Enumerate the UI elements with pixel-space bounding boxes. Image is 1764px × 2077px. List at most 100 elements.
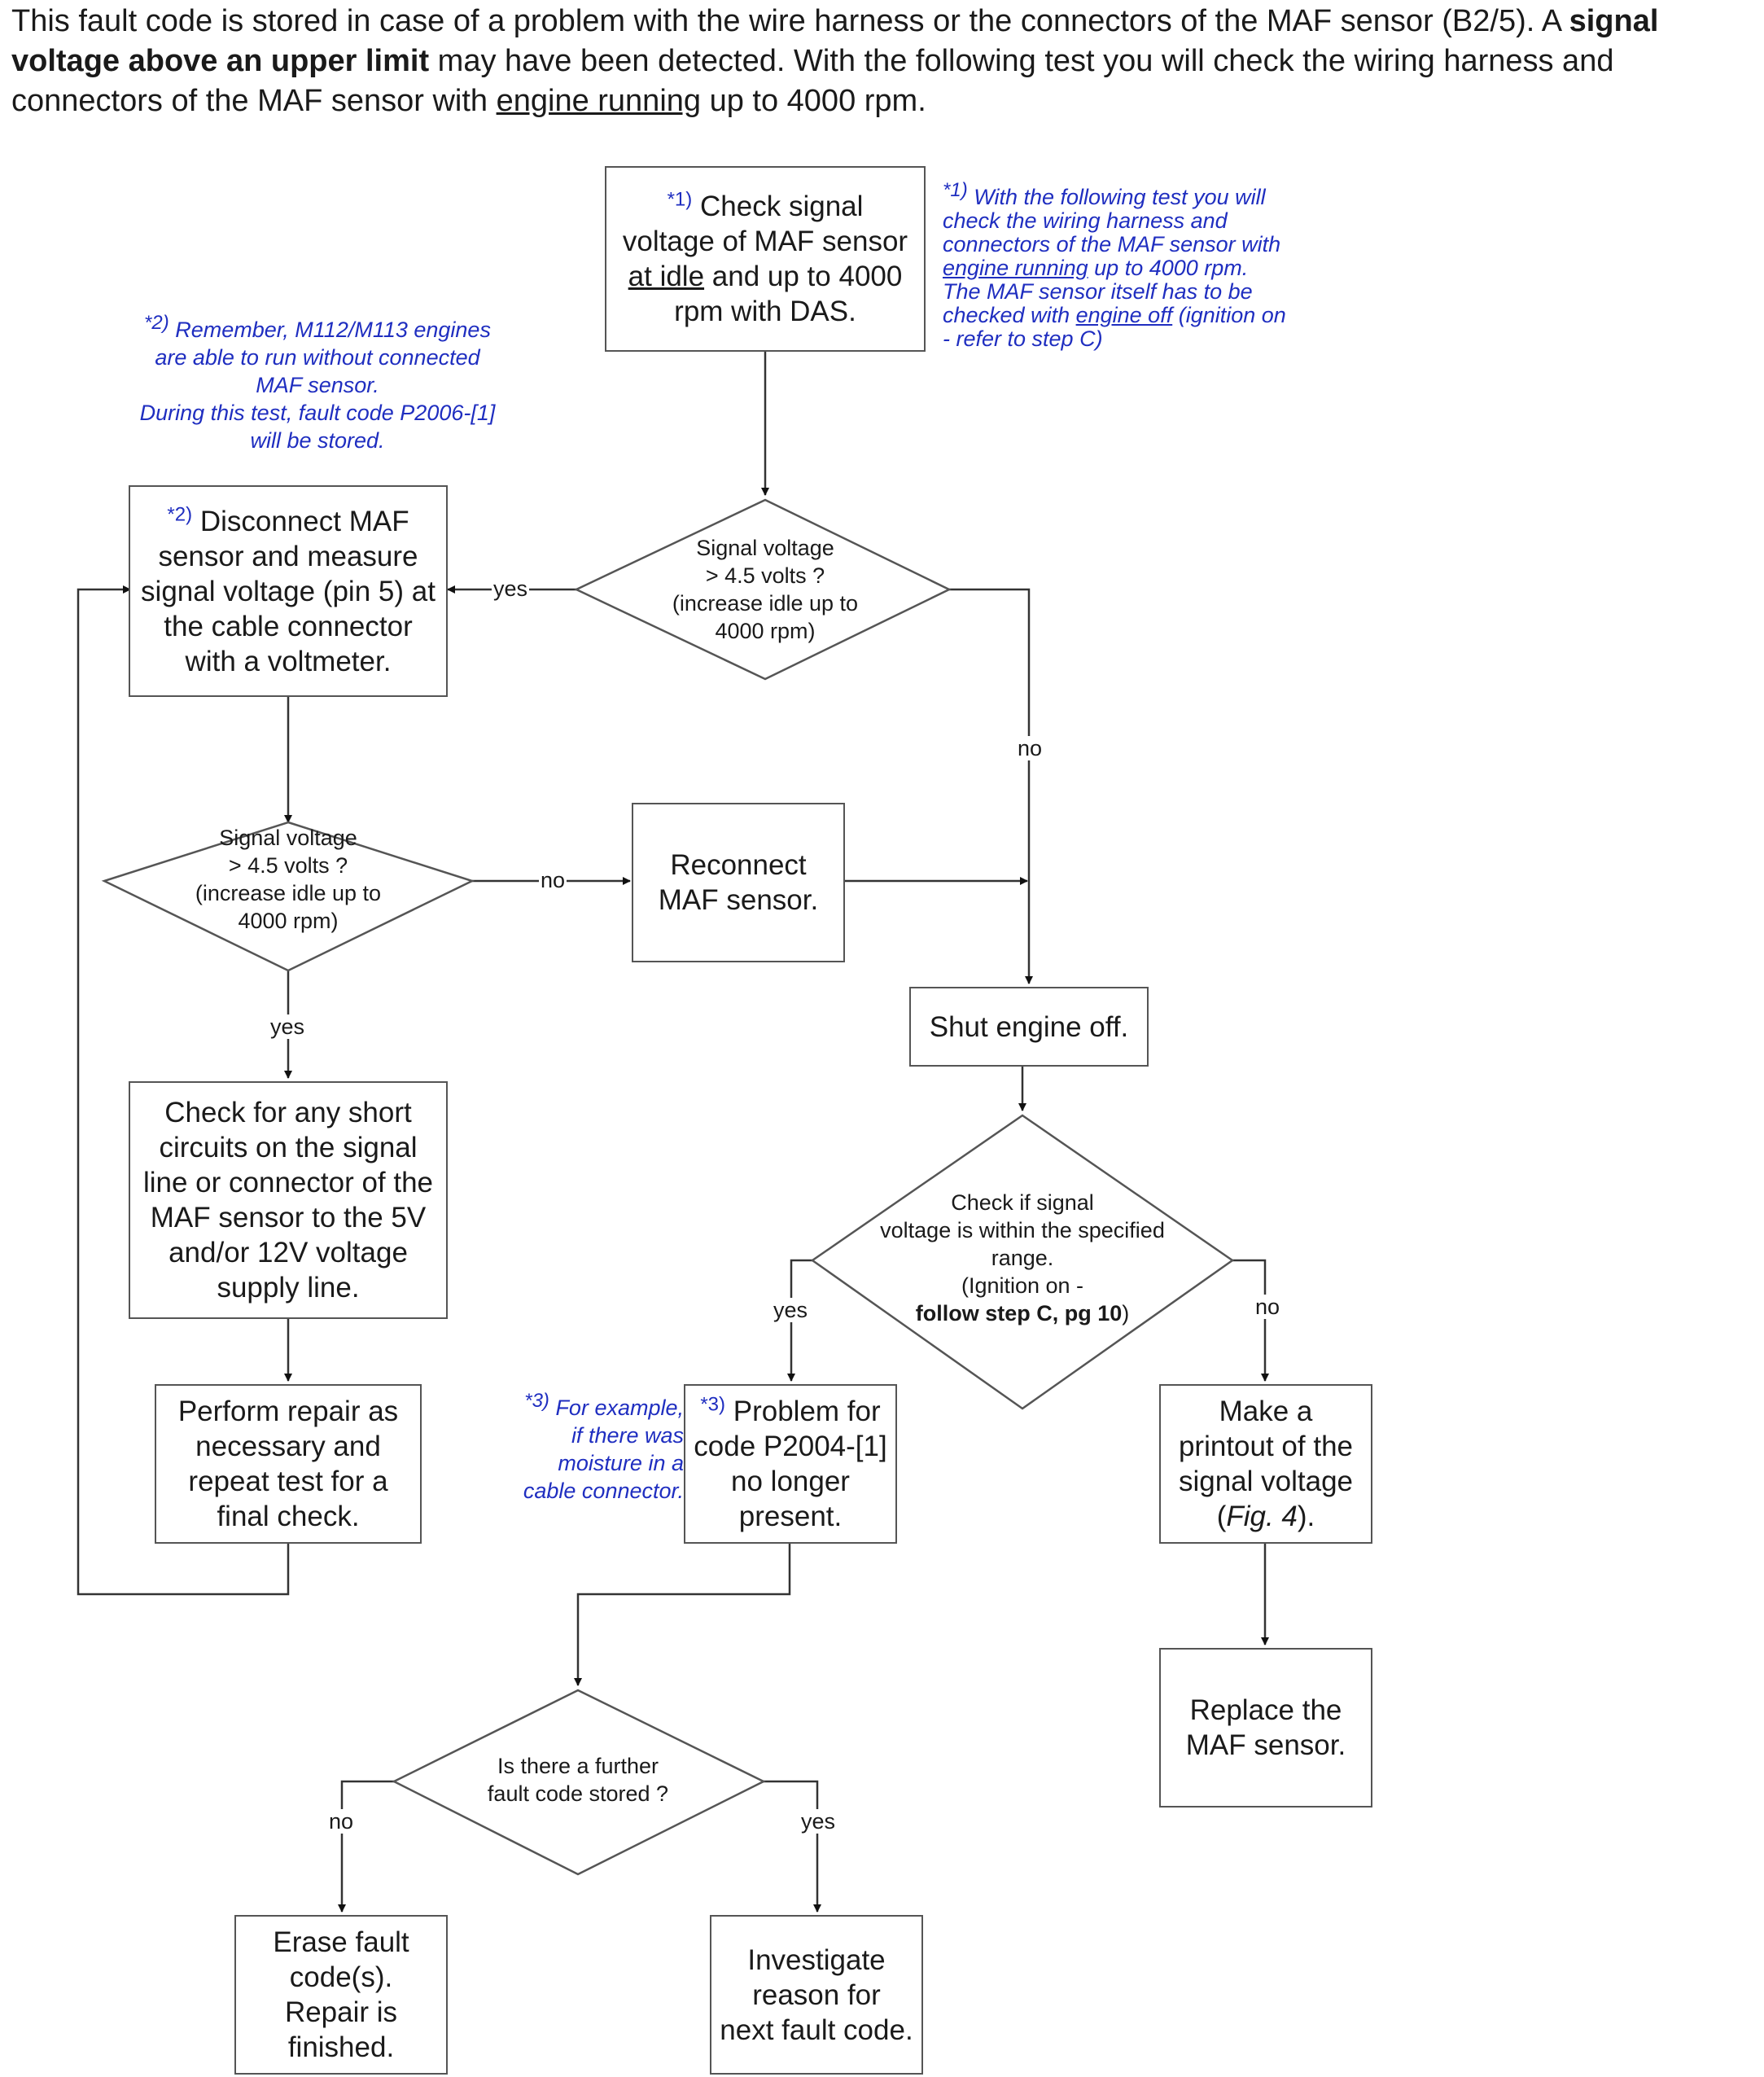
decision-2-line-1: Signal voltage: [219, 826, 357, 850]
line-b6-loop: [77, 585, 290, 1596]
decision-2-line-3: (increase idle up to: [195, 881, 382, 905]
decision-1-line-4: 4000 rpm): [715, 619, 816, 643]
box-9-line-2: MAF sensor.: [1185, 1729, 1346, 1761]
decision-1-text: Signal voltage > 4.5 volts ? (increase i…: [619, 534, 912, 645]
box-7-marker: *3): [700, 1393, 726, 1416]
intro-underline: engine running: [496, 84, 702, 118]
note-2-line-4: During this test, fault code P2006-[1]: [139, 401, 496, 425]
box-erase-fault-codes: Erase fault code(s). Repair is finished.: [234, 1915, 448, 2075]
label-d2-no: no: [539, 868, 567, 892]
box-5-line-3: line or connector of the: [142, 1167, 434, 1198]
box-10-line-2: code(s).: [289, 1961, 393, 1993]
decision-2-shape: [101, 821, 475, 972]
note-1-underline: engine running: [943, 256, 1088, 280]
intro-part-3: up to 4000 rpm.: [701, 84, 926, 118]
line-b7-d4: [574, 1544, 791, 1686]
box-7-line-3: no longer: [731, 1466, 850, 1497]
box-8-line-3: signal voltage: [1178, 1466, 1354, 1497]
decision-4-line-1: Is there a further: [497, 1754, 659, 1778]
note-3: *3) For example, if there was moisture i…: [488, 1391, 684, 1505]
box-perform-repair: Perform repair as necessary and repeat t…: [155, 1384, 422, 1544]
note-1-engine-off: engine off: [1075, 303, 1173, 327]
box-6-line-4: final check.: [217, 1501, 360, 1532]
label-d2-yes: yes: [269, 1014, 307, 1039]
box-1-line-3: and up to 4000: [704, 261, 903, 292]
note-1-line-4: up to 4000 rpm.: [1088, 256, 1249, 280]
decision-1-shape: [574, 498, 952, 681]
decision-1-line-1: Signal voltage: [696, 536, 834, 560]
note-3-line-3: moisture in a: [558, 1451, 684, 1475]
box-reconnect-maf: Reconnect MAF sensor.: [632, 803, 845, 962]
box-5-line-4: MAF sensor to the 5V: [150, 1202, 427, 1233]
note-3-line-1: For example,: [555, 1396, 684, 1420]
box-6-line-1: Perform repair as: [177, 1396, 399, 1427]
box-1-at-idle: at idle: [628, 261, 705, 292]
box-5-line-1: Check for any short: [164, 1097, 412, 1128]
box-11-line-1: Investigate: [747, 1943, 886, 1976]
box-6-line-2: necessary and: [195, 1431, 381, 1462]
box-3-line-1: Reconnect: [670, 849, 807, 881]
decision-3-line-1: Check if signal: [951, 1190, 1094, 1215]
decision-3-line-5-post: ): [1122, 1301, 1130, 1326]
box-1-line-1: Check signal: [700, 191, 864, 222]
box-2-line-2: sensor and measure: [158, 540, 418, 572]
line-d4-yes: [764, 1780, 821, 1913]
decision-1-line-3: (increase idle up to: [672, 591, 859, 616]
intro-bold: signal voltage above an upper limit: [11, 4, 1659, 78]
box-make-printout: Make a printout of the signal voltage (F…: [1159, 1384, 1372, 1544]
box-10-line-4: finished.: [287, 2031, 395, 2063]
label-d3-yes: yes: [772, 1298, 810, 1322]
intro-part-1: This fault code is stored in case of a p…: [11, 4, 1569, 38]
note-1-line-5: The MAF sensor itself has to be: [943, 279, 1253, 304]
note-2-line-3: MAF sensor.: [256, 373, 379, 397]
box-2-marker: *2): [167, 502, 193, 525]
box-1-line-2: voltage of MAF sensor: [622, 226, 908, 257]
box-8-line-4-post: ).: [1297, 1501, 1315, 1532]
box-8-line-4-pre: (: [1216, 1501, 1227, 1532]
box-8-line-2: printout of the: [1178, 1431, 1354, 1462]
label-d4-no: no: [327, 1809, 356, 1834]
box-5-line-6: supply line.: [217, 1272, 360, 1304]
line-d4-no: [338, 1780, 394, 1913]
note-1-line-7: - refer to step C): [943, 326, 1103, 351]
box-9-line-1: Replace the: [1189, 1694, 1342, 1726]
box-problem-no-longer-present: *3) Problem for code P2004-[1] no longer…: [684, 1384, 897, 1544]
decision-2-line-4: 4000 rpm): [238, 909, 339, 933]
decision-2-line-2: > 4.5 volts ?: [228, 853, 348, 878]
note-3-line-2: if there was: [571, 1423, 684, 1448]
decision-3-step-c: follow step C, pg 10: [915, 1301, 1123, 1326]
box-5-line-2: circuits on the signal: [159, 1132, 418, 1163]
decision-4-line-2: fault code stored ?: [487, 1781, 669, 1806]
box-replace-maf: Replace the MAF sensor.: [1159, 1648, 1372, 1808]
note-1-marker: *1): [943, 179, 968, 201]
note-2-line-5: will be stored.: [250, 428, 385, 453]
box-11-line-2: reason for: [752, 1978, 881, 2011]
note-3-marker: *3): [524, 1390, 549, 1412]
box-2-line-4: the cable connector: [164, 610, 413, 642]
box-check-signal-voltage: *1) Check signal voltage of MAF sensor a…: [605, 166, 926, 352]
decision-2-text: Signal voltage > 4.5 volts ? (increase i…: [150, 824, 427, 935]
intro-text: This fault code is stored in case of a p…: [11, 2, 1753, 121]
label-d1-no: no: [1016, 736, 1044, 760]
line-d3-yes: [787, 1259, 812, 1382]
box-1-marker: *1): [667, 188, 693, 211]
line-d3-no: [1232, 1259, 1269, 1382]
note-1-line-3: connectors of the MAF sensor with: [943, 232, 1281, 256]
decision-3-text: Check if signal voltage is within the sp…: [843, 1189, 1202, 1327]
box-7-line-2: code P2004-[1]: [694, 1431, 887, 1462]
box-6-line-3: repeat test for a: [188, 1466, 388, 1497]
note-1-line-6-pre: checked with: [943, 303, 1076, 327]
note-1-line-1: With the following test you will: [974, 185, 1266, 209]
line-d1-no: [949, 588, 1033, 984]
box-disconnect-maf: *2) Disconnect MAF sensor and measure si…: [129, 485, 448, 697]
decision-3-line-4: (Ignition on -: [961, 1273, 1084, 1298]
decision-3-line-3: range.: [991, 1246, 1054, 1270]
box-8-line-1: Make a: [1219, 1396, 1313, 1427]
box-11-line-3: next fault code.: [720, 2013, 913, 2046]
decision-4-text: Is there a further fault code stored ?: [440, 1752, 716, 1808]
box-5-line-5: and/or 12V voltage: [169, 1237, 408, 1269]
box-8-fig-ref: Fig. 4: [1226, 1501, 1298, 1532]
intro-part-2: may have been detected. With the followi…: [11, 44, 1614, 118]
label-d3-no: no: [1254, 1295, 1282, 1319]
